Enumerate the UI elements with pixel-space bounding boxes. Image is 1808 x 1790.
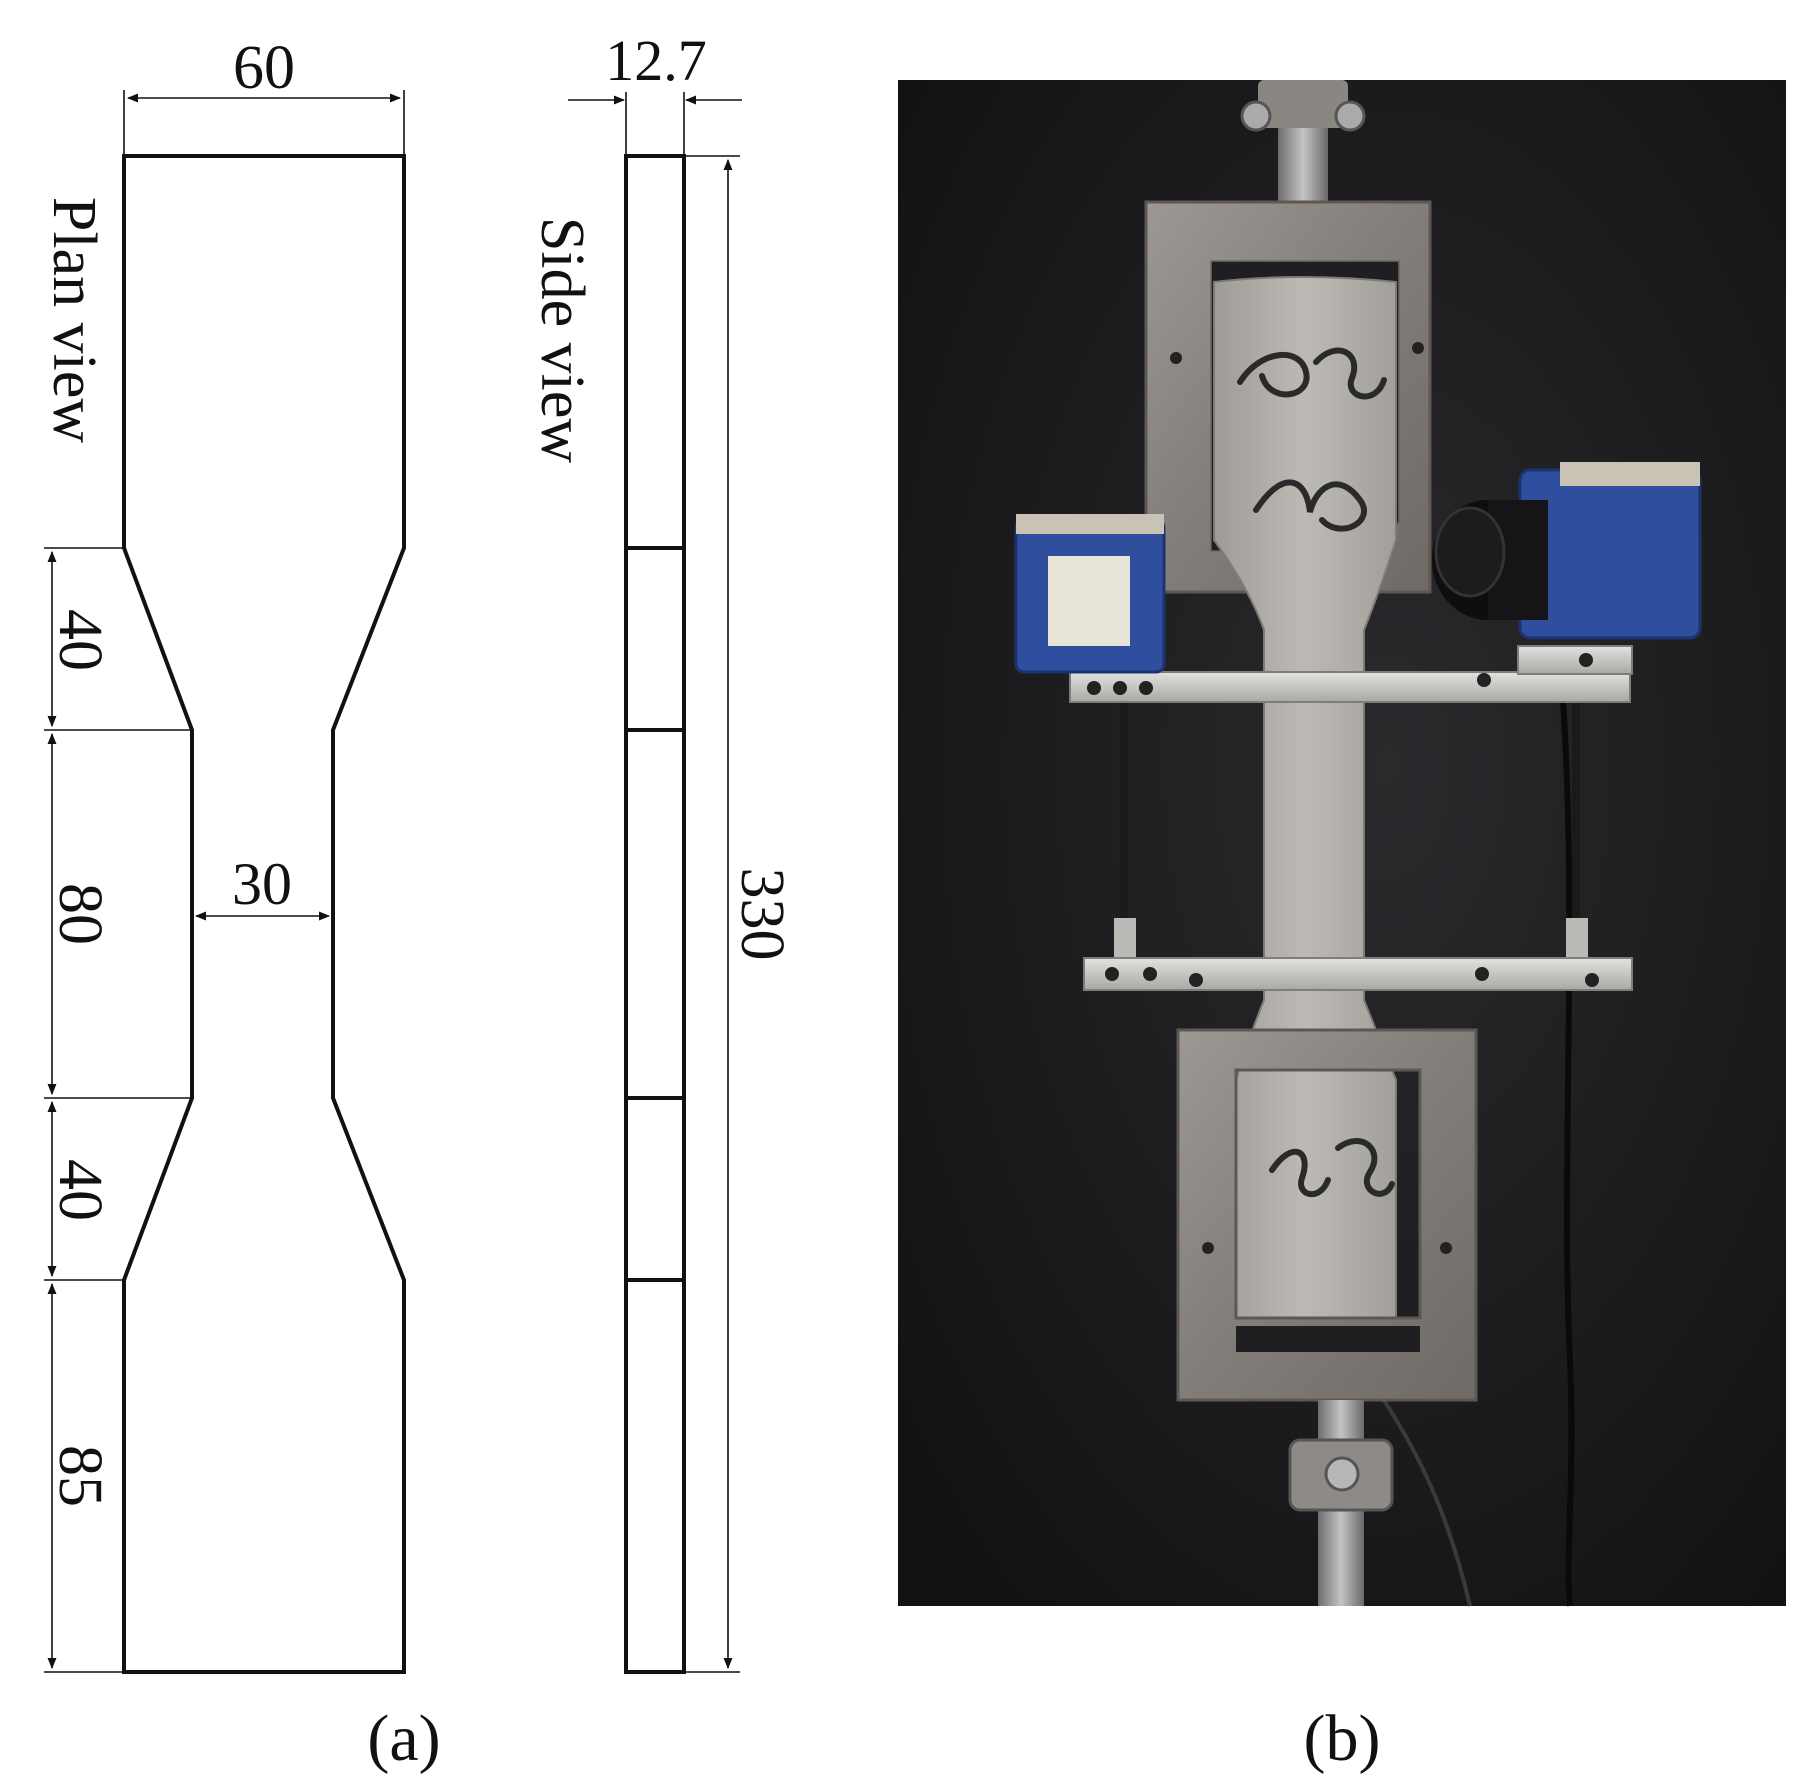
bottom-grip-slot xyxy=(1236,1326,1420,1352)
grip-hole xyxy=(1202,1242,1214,1254)
bar-screw xyxy=(1477,673,1491,687)
dimension-width-top xyxy=(123,90,405,154)
specimen-markings xyxy=(1237,347,1395,1198)
plan-view-outline xyxy=(122,154,406,1674)
dimension-thickness xyxy=(568,92,742,154)
label-neck-width: 30 xyxy=(232,851,292,917)
panel-a-drawing xyxy=(44,90,742,1674)
bar-screw xyxy=(1113,681,1127,695)
panel-a-labels: 60 12.7 30 Plan view Side view 330 40 80… xyxy=(40,28,1380,1775)
bar-screw xyxy=(1105,967,1119,981)
label-taper-top: 40 xyxy=(46,609,114,671)
upper-clamp-bar xyxy=(1069,671,1631,703)
top-clevis xyxy=(1258,80,1348,128)
dimension-chain-left xyxy=(44,547,190,1673)
label-thickness: 12.7 xyxy=(605,28,707,93)
bar-screw xyxy=(1189,973,1203,987)
bar-screw xyxy=(1585,973,1599,987)
sensor-cable xyxy=(1368,1378,1472,1607)
clevis-bolt xyxy=(1334,100,1366,132)
grip-hole xyxy=(1440,1242,1452,1254)
sensor-label-sticker xyxy=(1048,556,1130,646)
clevis-bolt xyxy=(1324,1456,1360,1492)
label-plan-view: Plan view xyxy=(40,197,108,443)
bar-screw xyxy=(1475,967,1489,981)
extensometer-rod-left xyxy=(1120,700,1128,922)
bar-screw xyxy=(1579,653,1593,667)
sensor-tape xyxy=(1016,514,1164,534)
label-side-view: Side view xyxy=(528,217,596,463)
label-total-length: 330 xyxy=(728,868,796,961)
panel-b-photo xyxy=(898,80,1786,1607)
extensometer-rod-right xyxy=(1572,688,1580,922)
sensor-cable xyxy=(1557,659,1575,1607)
grip-hole xyxy=(1412,342,1424,354)
bar-screw xyxy=(1139,681,1153,695)
sensor-tape xyxy=(1560,462,1700,486)
label-taper-bottom: 40 xyxy=(46,1159,114,1221)
caption-b: (b) xyxy=(1304,1702,1381,1775)
lvdt-cylinder-face xyxy=(1434,506,1506,598)
lower-clamp-bar xyxy=(1083,957,1633,991)
label-width-top: 60 xyxy=(233,34,295,102)
dimension-total-length xyxy=(686,155,740,1673)
bar-screw xyxy=(1143,967,1157,981)
rod-holder xyxy=(1566,918,1588,958)
clevis-bolt xyxy=(1240,100,1272,132)
label-end-length: 85 xyxy=(46,1445,114,1507)
rod-holder xyxy=(1114,918,1136,958)
upper-clamp-bar xyxy=(1517,645,1633,675)
grip-hole xyxy=(1170,352,1182,364)
side-view-outline xyxy=(624,154,686,1674)
caption-a: (a) xyxy=(367,1702,440,1775)
label-neck-length: 80 xyxy=(46,883,114,945)
bar-screw xyxy=(1087,681,1101,695)
